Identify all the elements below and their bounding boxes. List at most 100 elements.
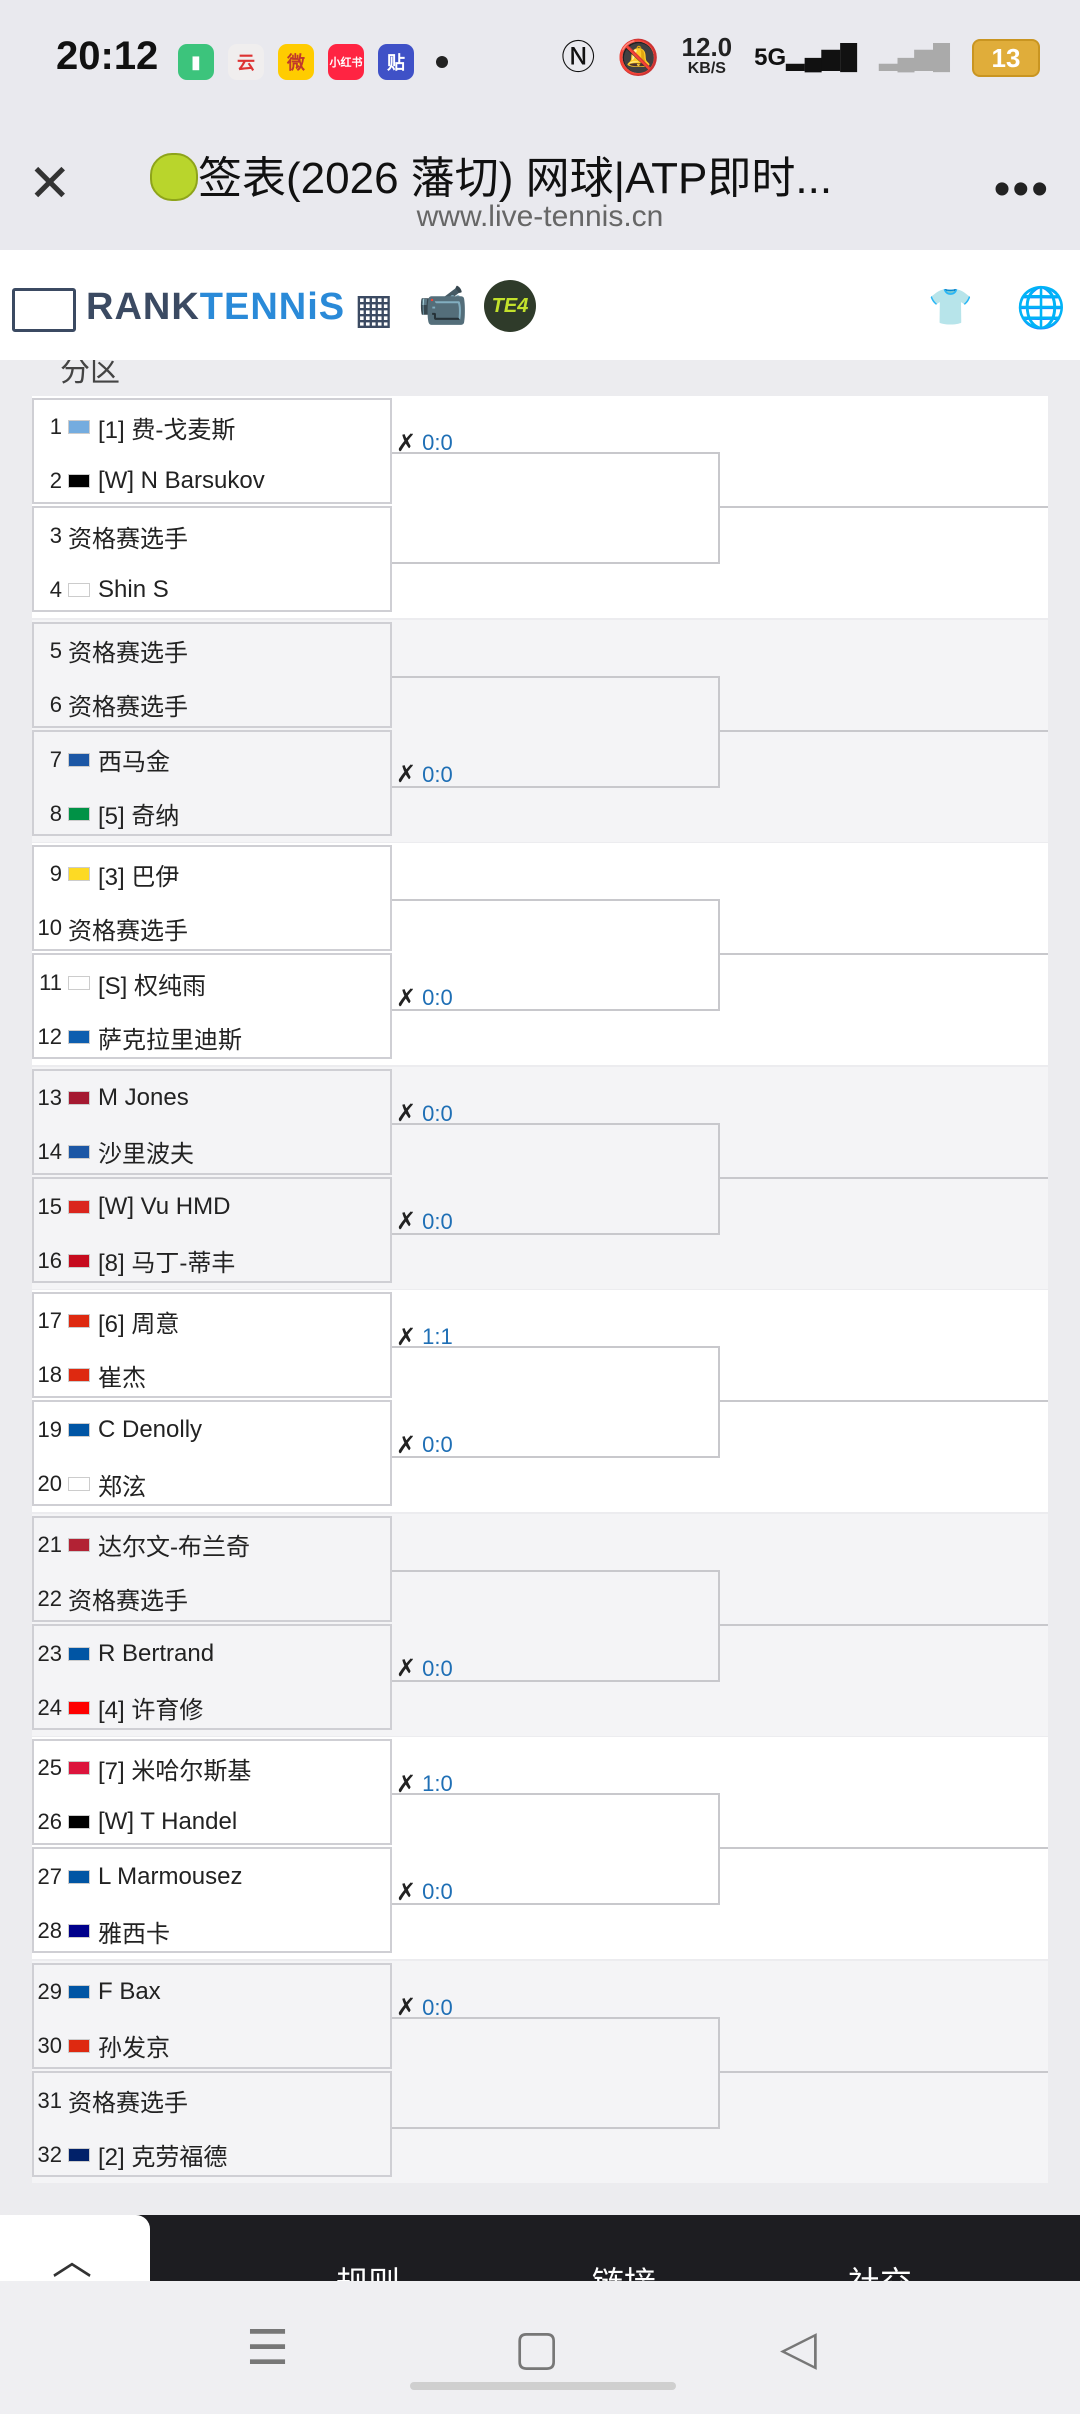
close-icon[interactable]: ✕: [28, 155, 72, 213]
draw-position: 17: [37, 1308, 62, 1333]
logo-prefix: RANK: [86, 286, 200, 328]
player-slot[interactable]: 2[W] N Barsukov: [32, 454, 392, 508]
player-name: [W] Vu HMD: [98, 1192, 231, 1220]
flag-icon: [68, 2147, 90, 2162]
scroll-top-tab[interactable]: [0, 2215, 150, 2281]
score-text: 1:0: [422, 1771, 453, 1796]
player-slot[interactable]: 1[1] 费-戈麦斯: [32, 400, 392, 454]
player-name: [S] 权纯雨: [98, 972, 207, 1000]
globe-icon[interactable]: 🌐: [1016, 286, 1066, 330]
te4-icon[interactable]: TE4: [484, 280, 536, 332]
bracket-line-r3: [718, 1623, 1048, 1626]
flag-icon: [68, 1030, 90, 1044]
net-speed-unit: KB/S: [687, 60, 726, 77]
draw-position: 13: [37, 1084, 62, 1110]
match-score[interactable]: ✗0:0: [396, 1654, 453, 1684]
player-name: 资格赛选手: [68, 694, 188, 721]
video-icon[interactable]: 📹: [418, 284, 468, 328]
bracket-line-r2: [392, 452, 720, 564]
grid-icon[interactable]: ▦: [354, 285, 394, 332]
match-box: [32, 729, 392, 836]
player-slot[interactable]: 17[6] 周意: [32, 1294, 392, 1348]
match-score[interactable]: ✗0:0: [396, 1099, 453, 1129]
match-score[interactable]: ✗0:0: [396, 983, 453, 1013]
page-url: www.live-tennis.cn: [416, 200, 664, 233]
match-box: [32, 2070, 392, 2177]
player-slot[interactable]: 26[W] T Handel: [32, 1795, 392, 1849]
flag-icon: [68, 420, 90, 434]
crossed-rackets-icon: ✗: [396, 1994, 417, 2021]
match-score[interactable]: ✗0:0: [396, 1430, 453, 1460]
match-box: [32, 1515, 392, 1622]
player-slot[interactable]: 32[2] 克劳福德: [32, 2128, 392, 2182]
match-box: [32, 398, 392, 504]
player-name: F Bax: [98, 1977, 161, 2005]
player-slot[interactable]: 16[8] 马丁-蒂丰: [32, 1234, 392, 1288]
flag-icon: [68, 474, 90, 488]
chevron-up-icon[interactable]: ︿: [52, 2239, 92, 2283]
site-footer: [0, 2215, 1080, 2281]
player-slot[interactable]: 8[5] 奇纳: [32, 787, 392, 841]
draw-position: 27: [37, 1864, 62, 1889]
logo-suffix: TENNiS: [199, 286, 346, 328]
shirt-icon[interactable]: 👕: [928, 286, 973, 327]
back-triangle-icon[interactable]: ◁: [780, 2322, 817, 2375]
draw-position: 25: [37, 1755, 62, 1780]
more-icon[interactable]: •••: [993, 163, 1050, 216]
match-score[interactable]: ✗1:0: [396, 1769, 453, 1799]
draw-position: 3: [49, 523, 62, 548]
player-slot[interactable]: 25[7] 米哈尔斯基: [32, 1741, 392, 1795]
draw-position: 10: [37, 915, 62, 940]
player-slot[interactable]: 9[3] 巴伊: [32, 847, 392, 901]
match-score[interactable]: ✗0:0: [396, 428, 453, 458]
player-name: [4] 许育修: [98, 1697, 204, 1724]
match-box: [32, 1292, 392, 1398]
match-score[interactable]: ✗0:0: [396, 1993, 453, 2023]
site-nav: RANKTENNiS ▦ 📹 TE4 👕 🌐: [0, 250, 1080, 361]
draw-position: 24: [37, 1694, 62, 1720]
crossed-rackets-icon: ✗: [396, 1431, 417, 1459]
match-score[interactable]: ✗0:0: [396, 760, 453, 790]
bracket-line-r3: [718, 953, 1048, 955]
signal-icon-2: ▂▄▆█: [879, 44, 950, 71]
flag-icon: [68, 1815, 90, 1829]
player-name: 资格赛选手: [68, 2090, 188, 2117]
player-slot[interactable]: 24 [4] 许育修: [32, 1681, 392, 1735]
ranktennis-logo-icon[interactable]: [12, 288, 76, 332]
match-score[interactable]: ✗0:0: [396, 1207, 453, 1237]
match-score[interactable]: ✗0:0: [396, 1877, 453, 1907]
crossed-rackets-icon: ✗: [396, 761, 417, 788]
net-speed-value: 12.0: [681, 32, 733, 62]
battery-icon: 13: [972, 39, 1040, 77]
home-square-icon[interactable]: ▢: [514, 2322, 560, 2375]
match-score[interactable]: ✗1:1: [396, 1322, 453, 1352]
player-name: 郑泫: [98, 1473, 146, 1501]
flag-icon: [68, 1314, 90, 1328]
player-slot[interactable]: 11[S] 权纯雨: [32, 956, 392, 1010]
menu-icon[interactable]: ☰: [246, 2322, 290, 2375]
player-name: 孙发京: [98, 2035, 170, 2062]
ranktennis-logo[interactable]: RANKTENNiS: [86, 286, 345, 329]
player-slot[interactable]: 15[W] Vu HMD: [32, 1180, 392, 1234]
